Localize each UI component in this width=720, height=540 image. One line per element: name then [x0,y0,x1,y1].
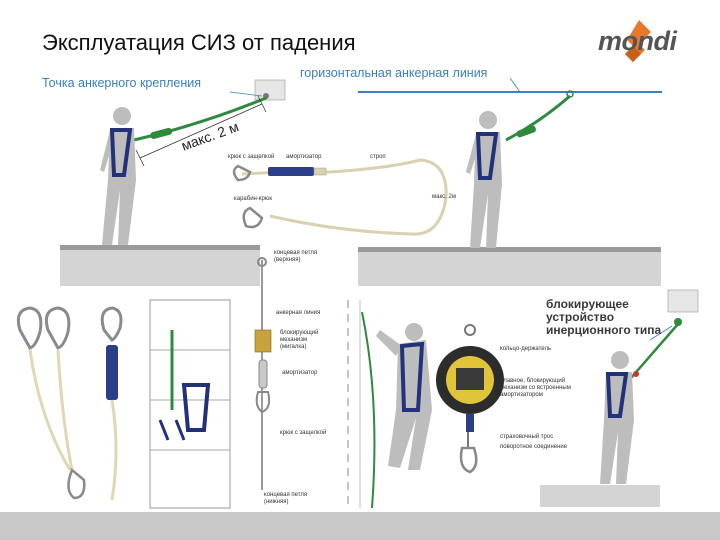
label-end-loop-bottom: концевая петля (нижняя) [264,492,307,506]
label-absorber-top: амортизатор [286,154,322,160]
label-inertial-line1: блокирующее [546,297,629,311]
label-inner-blocking-line2: механизм со встроенным [500,385,571,391]
vertical-anchor-line [254,257,272,490]
label-inner-blocking-line1: плавное, блокирующий [500,378,566,384]
label-blocking-line2: механизм [280,337,308,343]
platform-left [60,248,260,286]
worker-figure-left [100,107,136,245]
footer-bar [0,512,720,540]
label-inner-blocking-line3: амортизатором [500,392,543,398]
label-absorber-mid: амортизатор [282,370,318,376]
label-end-loop-bottom-line1: концевая петля [264,492,308,498]
retractable-device-icon [436,324,504,474]
double-lanyard [16,306,86,500]
label-blocking-mechanism: блокирующий механизм (мигалка) [280,330,318,351]
label-end-loop-top-line1: концевая петля [274,250,318,256]
label-swivel: поворотное соединение [500,444,568,450]
label-inner-blocking: плавное, блокирующий механизм со встроен… [500,378,571,399]
label-anchor-line: анкерная линия [276,310,321,316]
label-end-loop-top: концевая петля (верхняя) [274,250,317,264]
platform-right [358,250,661,286]
harness-rack [149,299,231,509]
label-safety-rope: страховочный трос [500,434,554,440]
label-anchor-point: Точка анкерного крепления [42,76,201,90]
label-max-2m-small: макс. 2м [432,194,456,200]
label-blocking-line1: блокирующий [280,330,319,336]
label-hook-latch-mid: крюк с защелкой [280,430,327,436]
worker-figure-climbing [376,323,432,470]
lanyard-line [133,96,267,142]
mondi-logo-text: mondi [598,26,677,56]
label-end-loop-top-line2: (верхняя) [274,257,301,263]
worker-figure-right [466,111,502,248]
label-horizontal-line: горизонтальная анкерная линия [300,66,488,80]
label-ring-holder: кольцо-держатель [500,346,552,352]
worker-figure-inertial [600,351,634,484]
label-rope-top: строп [370,154,386,160]
mondi-logo-icon [625,20,651,62]
label-inertial-line3: инерционного типа [546,323,662,337]
slide-title: Эксплуатация СИЗ от падения [42,30,356,55]
single-lanyard [100,306,123,501]
label-hook-with-latch: крюк с защелкой [228,154,275,160]
lanyard-diagram [232,158,448,236]
label-carabiner: карабин-крюк [234,196,272,202]
label-inertial-line2: устройство [546,310,615,324]
label-end-loop-bottom-line2: (нижняя) [264,499,289,505]
label-inertial-device: блокирующее устройство инерционного типа [546,298,661,337]
label-blocking-line3: (мигалка) [280,344,307,350]
